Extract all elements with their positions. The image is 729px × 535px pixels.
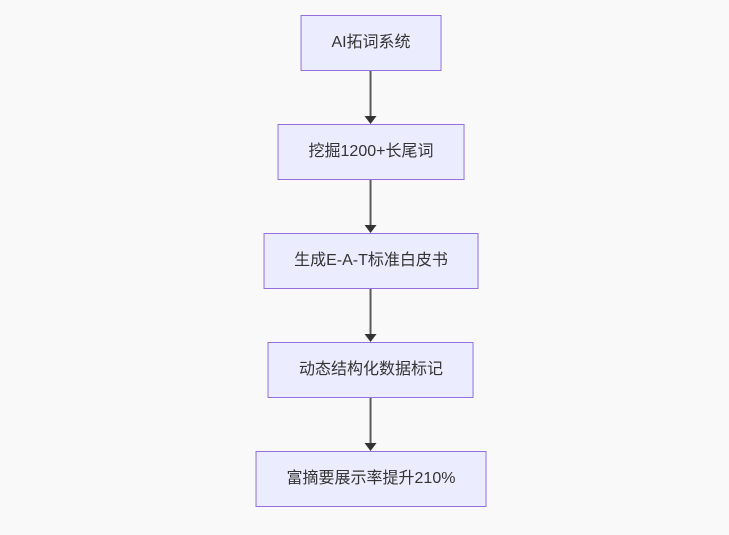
- flow-node-structured-data: 动态结构化数据标记: [267, 342, 474, 398]
- flow-edge: [365, 289, 377, 342]
- flow-node-rich-snippet-result: 富摘要展示率提升210%: [255, 451, 487, 507]
- flow-edge: [365, 180, 377, 233]
- arrowhead-icon: [365, 116, 377, 124]
- flow-node-ai-word-expansion: AI拓词系统: [300, 15, 442, 71]
- flow-edge: [365, 398, 377, 451]
- flow-node-label: 动态结构化数据标记: [298, 361, 443, 378]
- flow-node-label: 富摘要展示率提升210%: [286, 470, 456, 487]
- arrowhead-icon: [365, 225, 377, 233]
- flow-node-eat-whitepaper: 生成E-A-T标准白皮书: [263, 233, 479, 289]
- flow-node-longtail-mining: 挖掘1200+长尾词: [277, 124, 465, 180]
- flow-edge: [365, 71, 377, 124]
- edge-line: [370, 289, 372, 335]
- flowchart: AI拓词系统 挖掘1200+长尾词 生成E-A-T标准白皮书 动态结构化数据标记: [255, 15, 487, 507]
- arrowhead-icon: [365, 443, 377, 451]
- edge-line: [370, 180, 372, 226]
- flow-node-label: 生成E-A-T标准白皮书: [294, 252, 448, 269]
- edge-line: [370, 71, 372, 117]
- arrowhead-icon: [365, 334, 377, 342]
- edge-line: [370, 398, 372, 444]
- flow-node-label: AI拓词系统: [331, 34, 411, 51]
- flow-node-label: 挖掘1200+长尾词: [308, 143, 434, 160]
